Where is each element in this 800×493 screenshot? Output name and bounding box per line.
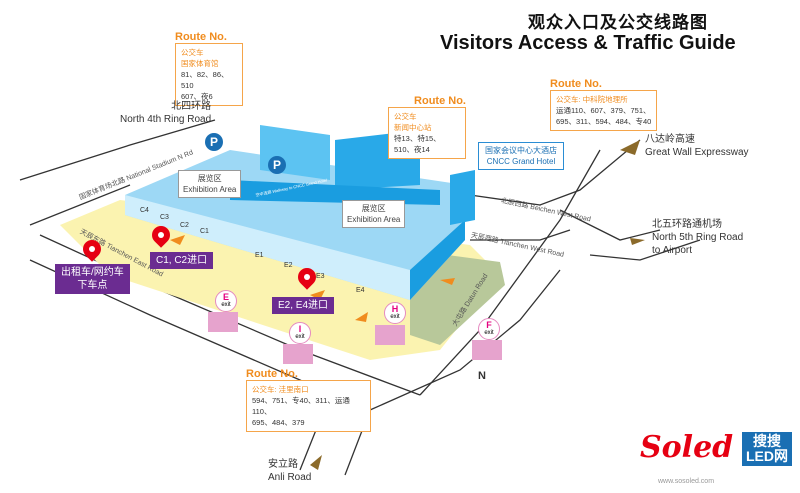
gate-c4: C4	[140, 207, 149, 214]
gate-e4: E4	[356, 287, 365, 294]
gate-e2: E2	[284, 262, 293, 269]
route-stop: 国家体育馆	[181, 59, 219, 68]
gate-e1: E1	[255, 252, 264, 259]
walkway	[230, 180, 440, 205]
gate-c1: C1	[200, 228, 209, 235]
gate-c2: C2	[180, 222, 189, 229]
parking-icon: P	[268, 156, 286, 174]
compass-north: N	[478, 370, 486, 382]
route-heading: Route No.	[550, 78, 602, 90]
route-stop: 新闻中心站	[394, 123, 432, 132]
route-type: 公交车: 洼里南口	[252, 385, 309, 394]
route-lines: 695、311、594、484、专40	[556, 117, 652, 126]
entrance-c-label: C1, C2进口	[150, 252, 214, 269]
route-box-geo: Route No. 公交车: 中科院地理所 运通110、607、379、751、…	[550, 78, 658, 131]
logo-brand: Soled	[640, 430, 734, 465]
route-lines: 运通110、607、379、751、	[556, 106, 651, 115]
route-box-news: Route No. 公交车 新闻中心站 特13、特15、510、夜14	[388, 95, 466, 159]
route-heading: Route No.	[246, 368, 298, 380]
parking-icon: P	[205, 133, 223, 151]
gate-c3: C3	[160, 214, 169, 221]
route-lines: 81、82、86、510	[181, 70, 229, 90]
route-type: 公交车	[181, 48, 204, 57]
route-lines: 695、484、379	[252, 418, 305, 427]
route-heading: Route No.	[175, 31, 227, 43]
route-type: 公交车	[394, 112, 417, 121]
subway-entrance-icon	[375, 325, 405, 345]
route-heading: Route No.	[414, 95, 466, 107]
entrance-e-label: E2, E4进口	[272, 297, 335, 314]
route-lines: 594、751、专40、311、运通110、	[252, 396, 350, 416]
route-type: 公交车: 中科院地理所	[556, 95, 628, 104]
route-lines: 607、夜6	[181, 92, 213, 101]
subway-entrance-icon	[283, 344, 313, 364]
subway-entrance-icon	[472, 340, 502, 360]
road-edge	[19, 119, 216, 181]
logo-site: www.sosoled.com	[658, 478, 715, 485]
subway-entrance-icon	[208, 312, 238, 332]
title-en: Visitors Access & Traffic Guide	[440, 32, 736, 54]
route-box-wali: Route No. 公交车: 洼里南口 594、751、专40、311、运通11…	[246, 368, 371, 432]
gate-e3: E3	[316, 273, 325, 280]
route-box-stadium: Route No. 公交车 国家体育馆 81、82、86、510 607、夜6	[175, 31, 243, 106]
route-lines: 特13、特15、510、夜14	[394, 134, 441, 154]
taxi-dropoff-label: 出租车/网约车下车点	[55, 264, 130, 294]
title-cn: 观众入口及公交线路图	[528, 13, 708, 32]
